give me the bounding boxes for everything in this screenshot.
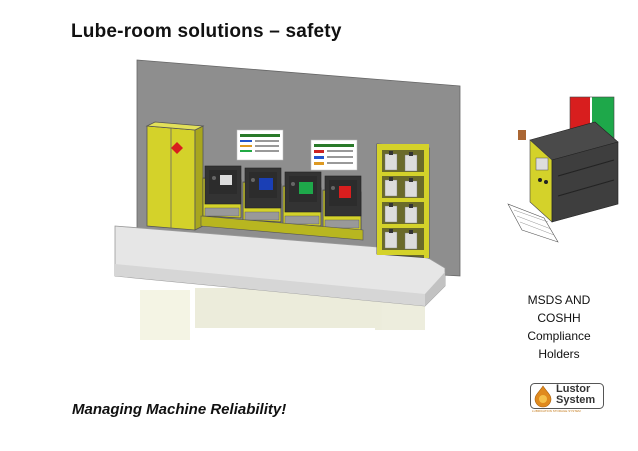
dispenser-station-2 [242, 167, 282, 223]
flammable-cabinet [145, 121, 205, 231]
msds-poster-right [310, 139, 358, 171]
caption-line: MSDS AND [527, 293, 591, 307]
caption-line: Compliance [527, 329, 591, 343]
container-shelving [376, 143, 430, 259]
msds-poster-left [236, 129, 284, 161]
logo-subtitle: LUBRICATION STORAGE SYSTEM [532, 409, 581, 413]
dispenser-closeup-illustration [507, 96, 619, 243]
logo-wordmark: Lustor System [556, 384, 595, 406]
caption-line: COSHH [537, 311, 581, 325]
lube-room-illustration [114, 59, 461, 340]
dispenser-station-3 [282, 171, 322, 227]
msds-coshh-caption: MSDS AND COSHH Compliance Holders [522, 291, 596, 363]
slide-title: Lube-room solutions – safety [71, 21, 342, 42]
logo-line-1: Lustor [556, 383, 591, 395]
caption-line: Holders [538, 347, 580, 361]
lustor-system-logo [530, 383, 604, 409]
dispenser-station-1 [202, 165, 242, 219]
slide-tagline: Managing Machine Reliability! [72, 401, 287, 418]
dispenser-station-4 [322, 175, 362, 231]
logo-line-2: System [556, 394, 596, 406]
